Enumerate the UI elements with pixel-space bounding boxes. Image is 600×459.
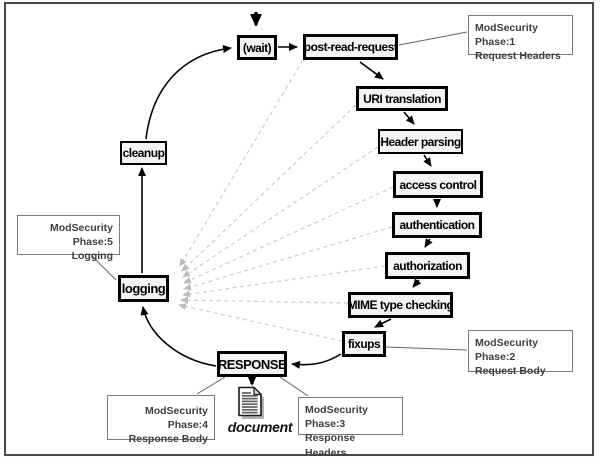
- node-authorization-label: authorization: [393, 258, 462, 273]
- node-wait-label: (wait): [242, 40, 272, 55]
- note-modsecurity-phase-1: ModSecurity Phase:1 Request Headers: [468, 15, 573, 62]
- annotation-connectors: [91, 31, 468, 397]
- node-post-read-request-label: post-read-request: [303, 40, 398, 54]
- note-modsecurity-phase-3: ModSecurity Phase:3 Response Headers: [298, 397, 403, 459]
- node-uri-translation-label: URI translation: [363, 91, 441, 106]
- note-modsecurity-phase-2: ModSecurity Phase:2 Request Body: [468, 330, 573, 377]
- node-logging: logging: [118, 275, 169, 302]
- document-icon: [238, 386, 264, 419]
- note-modsecurity-phase-5: ModSecurity Phase:5 Logging: [17, 215, 120, 262]
- node-wait: (wait): [237, 35, 277, 60]
- node-response: RESPONSE: [217, 351, 287, 377]
- dashed-phase-to-logging-arrows: [178, 59, 394, 342]
- note-line: Request Body: [475, 365, 546, 378]
- note-modsecurity-phase-4: ModSecurity Phase:4 Response Body: [107, 395, 215, 445]
- node-header-parsing-label: Header parsing: [380, 134, 461, 149]
- note-line: ModSecurity Phase:1: [475, 22, 539, 49]
- node-response-label: RESPONSE: [217, 356, 287, 372]
- note-line: ModSecurity Phase:3: [305, 404, 369, 431]
- node-access-control: access control: [393, 171, 483, 198]
- node-cleanup: cleanup: [120, 141, 167, 165]
- note-line: ModSecurity Phase:5: [49, 222, 113, 249]
- node-authentication: authentication: [392, 212, 482, 238]
- node-logging-label: logging: [121, 281, 166, 296]
- note-line: ModSecurity Phase:2: [475, 337, 539, 364]
- node-cleanup-label: cleanup: [122, 146, 165, 160]
- node-mime-type-checking-label: MIME type checking: [347, 298, 454, 312]
- node-access-control-label: access control: [399, 177, 477, 192]
- node-uri-translation: URI translation: [356, 86, 448, 111]
- flow-arrows: [138, 12, 441, 386]
- node-authentication-label: authentication: [399, 218, 475, 232]
- node-fixups: fixups: [342, 331, 386, 357]
- note-line: Request Headers: [475, 50, 561, 63]
- node-header-parsing: Header parsing: [378, 129, 463, 154]
- node-fixups-label: fixups: [347, 337, 381, 351]
- note-line: Logging: [71, 250, 113, 263]
- note-line: Response Headers: [305, 432, 356, 459]
- note-line: ModSecurity Phase:4: [144, 405, 208, 432]
- node-authorization: authorization: [385, 252, 470, 279]
- node-post-read-request: post-read-request: [303, 34, 398, 60]
- document-label: document: [227, 419, 293, 435]
- note-line: Response Body: [128, 433, 208, 446]
- node-mime-type-checking: MIME type checking: [347, 292, 454, 318]
